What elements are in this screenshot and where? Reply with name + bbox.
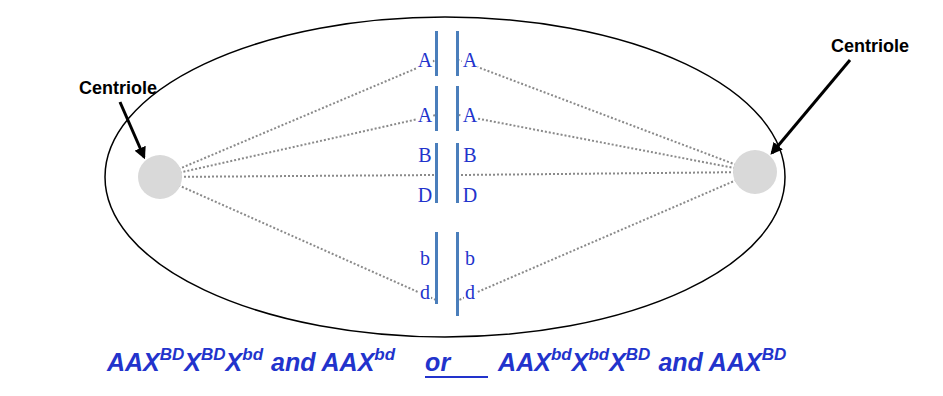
allele-superscript: bd xyxy=(588,345,609,364)
allele-superscript: bd xyxy=(374,345,395,364)
allele-label: D xyxy=(462,185,478,205)
centriole-label: Centriole xyxy=(831,36,909,57)
allele-superscript: BD xyxy=(626,345,651,364)
allele-superscript: BD xyxy=(160,345,185,364)
genotype-text: X xyxy=(226,348,243,376)
allele-label: b xyxy=(419,248,431,268)
allele-superscript: BD xyxy=(762,345,787,364)
allele-label: d xyxy=(464,282,476,302)
centriole xyxy=(138,155,182,199)
allele-label: A xyxy=(462,50,478,70)
leader-arrows xyxy=(120,60,850,157)
allele-label: A xyxy=(417,105,433,125)
genotype-text: X xyxy=(572,348,589,376)
allele-label: A xyxy=(462,105,478,125)
allele-label: b xyxy=(464,248,476,268)
allele-label: B xyxy=(417,145,432,165)
genotype-text: AAX xyxy=(498,348,551,376)
chromatids xyxy=(435,31,459,316)
genotype-text: and AAX xyxy=(271,348,374,376)
genotype-text: X xyxy=(184,348,201,376)
allele-superscript: bd xyxy=(242,345,263,364)
allele-superscript: bd xyxy=(551,345,572,364)
cell-membrane xyxy=(105,17,785,337)
allele-label: d xyxy=(419,282,431,302)
allele-superscript: BD xyxy=(201,345,226,364)
conjunction-text: or xyxy=(425,348,488,378)
genotype-formula: AAXBDXBDXbdand AAXbdorAAXbdXbdXBDand AAX… xyxy=(107,344,786,379)
genotype-text: X xyxy=(609,348,626,376)
genotype-text: AAX xyxy=(107,348,160,376)
genotype-text: and AAX xyxy=(658,348,761,376)
centriole-label: Centriole xyxy=(79,78,157,99)
allele-label: A xyxy=(417,50,433,70)
allele-label: D xyxy=(417,185,433,205)
centriole xyxy=(733,150,777,194)
allele-label: B xyxy=(462,145,477,165)
